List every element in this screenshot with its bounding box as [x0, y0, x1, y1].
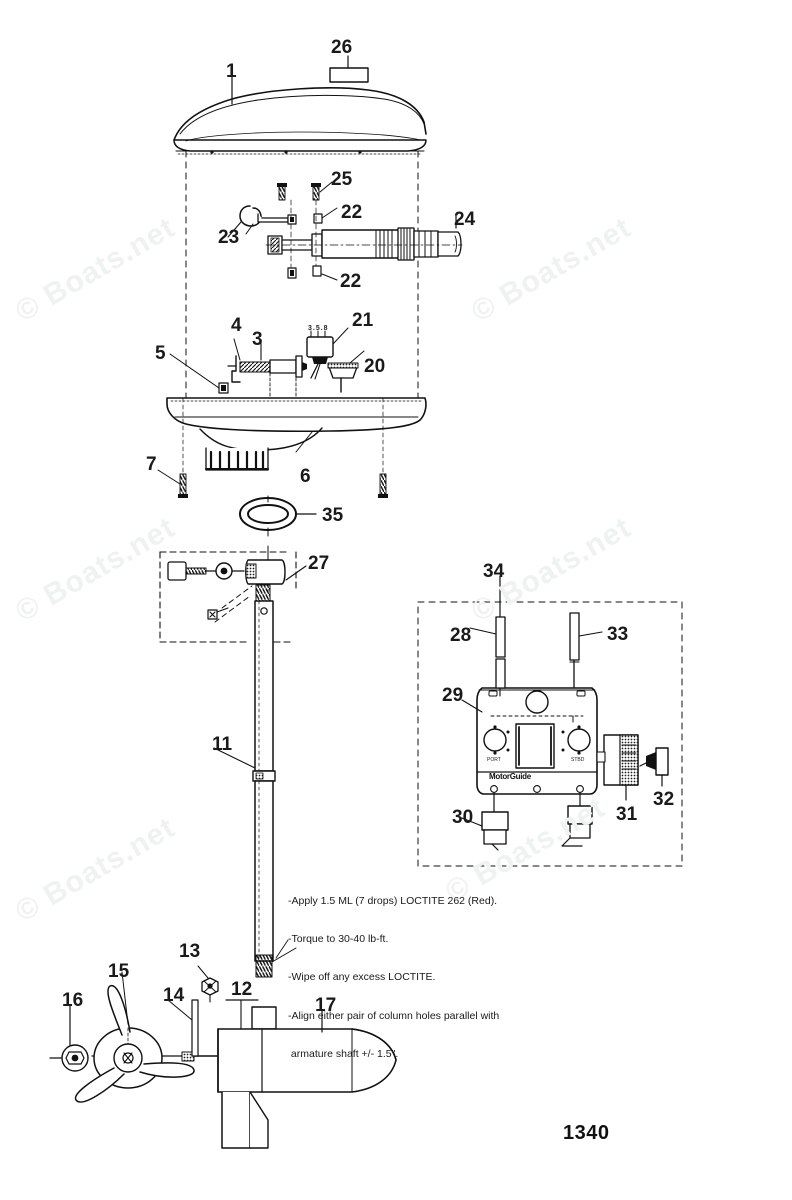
callout-16: 16: [62, 990, 84, 1011]
callout-15: 15: [108, 961, 130, 982]
callout-13: 13: [179, 941, 201, 962]
assembly-note-line: -Align either pair of column holes paral…: [288, 1009, 500, 1022]
callout-22-upper: 22: [341, 202, 363, 223]
callout-12: 12: [231, 979, 253, 1000]
callout-34: 34: [483, 561, 505, 582]
callout-23: 23: [218, 227, 240, 248]
assembly-note-line: -Wipe off any excess LOCTITE.: [288, 971, 436, 984]
panel-port-label: PORT: [487, 757, 501, 763]
part-21-marking: 3.5.8: [308, 325, 329, 332]
callout-5: 5: [155, 343, 166, 364]
callout-17: 17: [315, 995, 337, 1016]
callout-3: 3: [252, 329, 263, 350]
callout-30: 30: [452, 807, 474, 828]
callout-27: 27: [308, 553, 330, 574]
callout-7: 7: [146, 454, 157, 475]
callout-21: 21: [352, 310, 374, 331]
page-number: 1340: [563, 1122, 610, 1144]
callout-24: 24: [454, 209, 476, 230]
assembly-note-line: -Apply 1.5 ML (7 drops) LOCTITE 262 (Red…: [288, 894, 498, 907]
callout-35: 35: [322, 505, 344, 526]
callout-22-lower: 22: [340, 271, 362, 292]
callout-33: 33: [607, 624, 629, 645]
assembly-note-line: -Torque to 30-40 lb-ft.: [288, 932, 389, 945]
callout-4: 4: [231, 315, 242, 336]
assembly-note-line: armature shaft +/- 1.5".: [288, 1048, 399, 1061]
callout-29: 29: [442, 685, 464, 706]
motorguide-logo: MotorGuide: [489, 772, 531, 781]
panel-stbd-label: STBD: [571, 757, 585, 763]
callout-25: 25: [331, 169, 353, 190]
callout-20: 20: [364, 356, 386, 377]
callout-6: 6: [300, 466, 311, 487]
callout-28: 28: [450, 625, 472, 646]
callout-14: 14: [163, 985, 185, 1006]
callout-26: 26: [331, 37, 353, 58]
callout-11: 11: [212, 734, 233, 755]
callout-1: 1: [226, 61, 237, 82]
assembly-note: -Apply 1.5 ML (7 drops) LOCTITE 262 (Red…: [288, 869, 499, 1087]
callout-32: 32: [653, 789, 675, 810]
callout-31: 31: [616, 804, 638, 825]
